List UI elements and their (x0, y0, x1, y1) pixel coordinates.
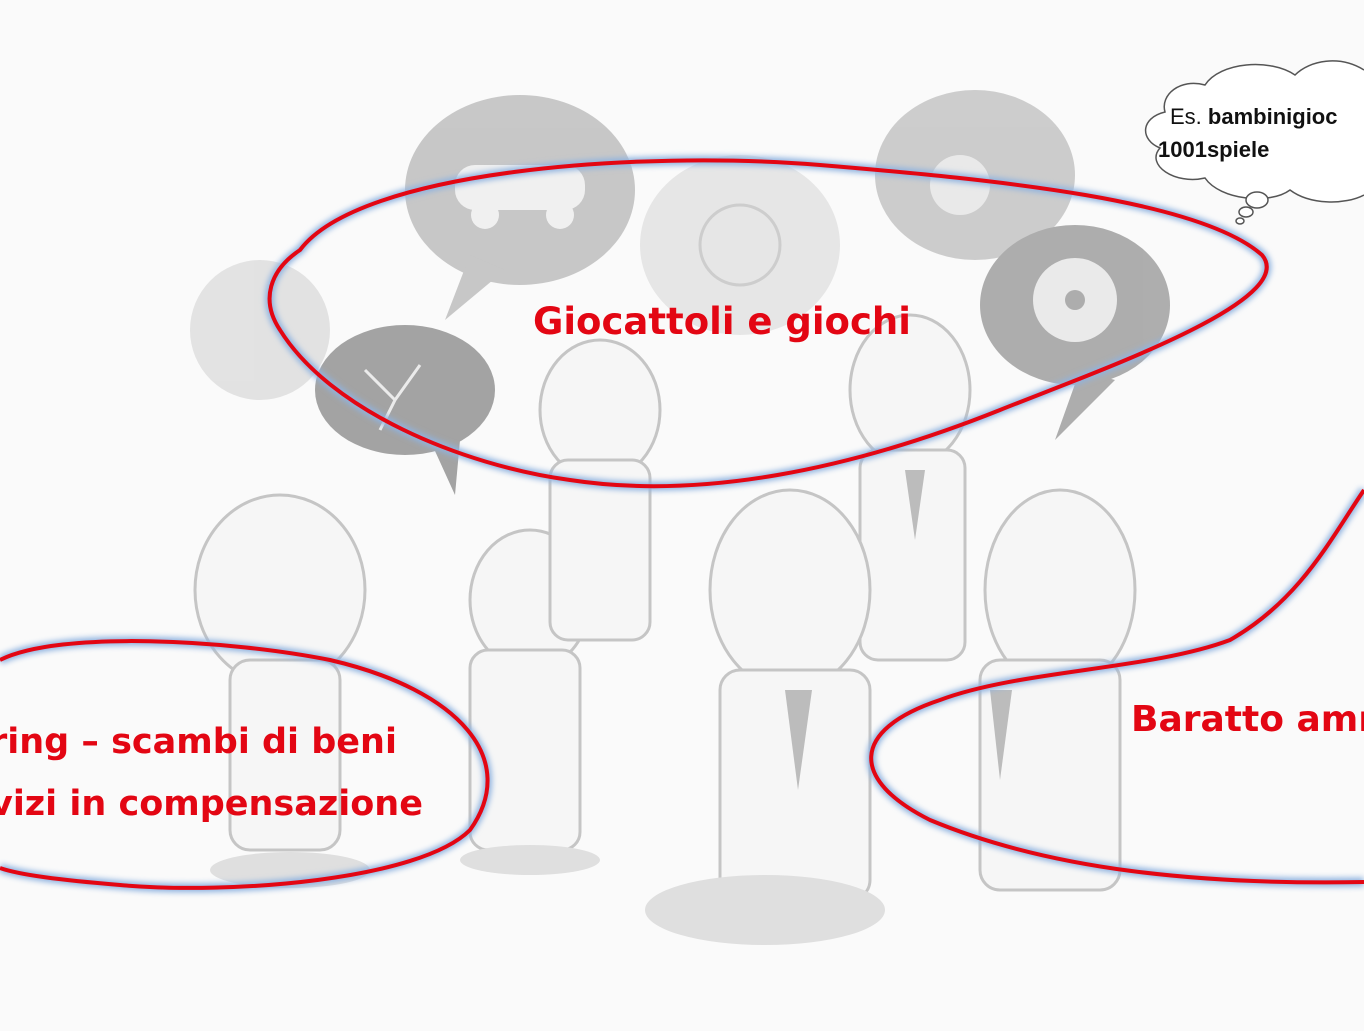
ellipse-giocattoli (265, 155, 1272, 491)
bubble-right-icon (875, 90, 1075, 260)
ellipse-bartering (0, 636, 492, 893)
label-baratto: Baratto amm (1131, 699, 1364, 740)
callout-line1: Es. bambinigioc (1170, 104, 1337, 130)
person-back-right (848, 313, 972, 662)
person-center (645, 488, 885, 945)
people-illustration (190, 90, 1170, 945)
callout-prefix: Es. (1170, 104, 1202, 129)
clock-bubble-icon (640, 155, 840, 335)
cd-bubble-icon (980, 225, 1170, 440)
label-giocattoli-e-giochi: Giocattoli e giochi (533, 300, 911, 343)
callout-site1: bambinigioc (1207, 104, 1338, 129)
thought-cloud-callout (1144, 60, 1364, 225)
person-back-left (538, 338, 662, 642)
person-right (978, 488, 1137, 892)
bubble-left-icon (190, 260, 330, 400)
label-bartering-line1: ring – scambi di beni (0, 722, 397, 762)
label-bartering-line2: vizi in compensazione (0, 784, 423, 824)
ellipse-baratto (866, 487, 1364, 887)
person-woman (193, 493, 370, 888)
callout-site2: 1001spiele (1158, 137, 1270, 162)
